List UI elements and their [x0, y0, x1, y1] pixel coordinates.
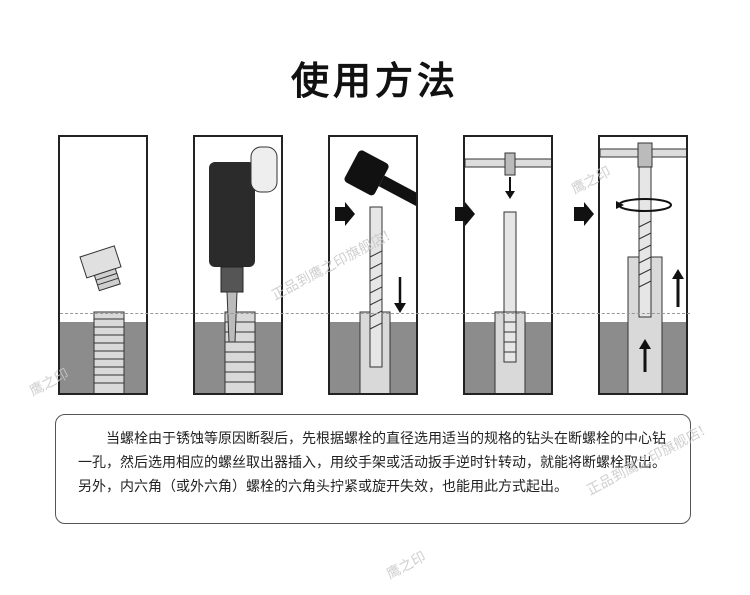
- step-4-insert-panel: [463, 135, 553, 395]
- step-5-rotate-panel: [598, 135, 688, 395]
- description-text: 当螺栓由于锈蚀等原因断裂后，先根据螺栓的直径选用适当的规格的钻头在断螺栓的中心钻…: [78, 431, 666, 495]
- broken-bolt-icon: [79, 245, 125, 393]
- steps-diagram: [0, 130, 750, 400]
- tap-wrench-insert-icon: [465, 152, 551, 393]
- page-title: 使用方法: [290, 59, 459, 103]
- step-3-hammer-panel: [328, 135, 418, 395]
- drill-icon: [209, 146, 278, 393]
- step-1-broken-bolt-panel: [58, 135, 148, 395]
- rotate-extract-icon: [600, 142, 686, 393]
- hammer-extractor-icon: [344, 150, 416, 393]
- description-box: 当螺栓由于锈蚀等原因断裂后，先根据螺栓的直径选用适当的规格的钻头在断螺栓的中心钻…: [55, 414, 691, 524]
- watermark: 鹰之印: [384, 548, 429, 583]
- step-2-drill-panel: [193, 135, 283, 395]
- ground-line: [60, 313, 690, 314]
